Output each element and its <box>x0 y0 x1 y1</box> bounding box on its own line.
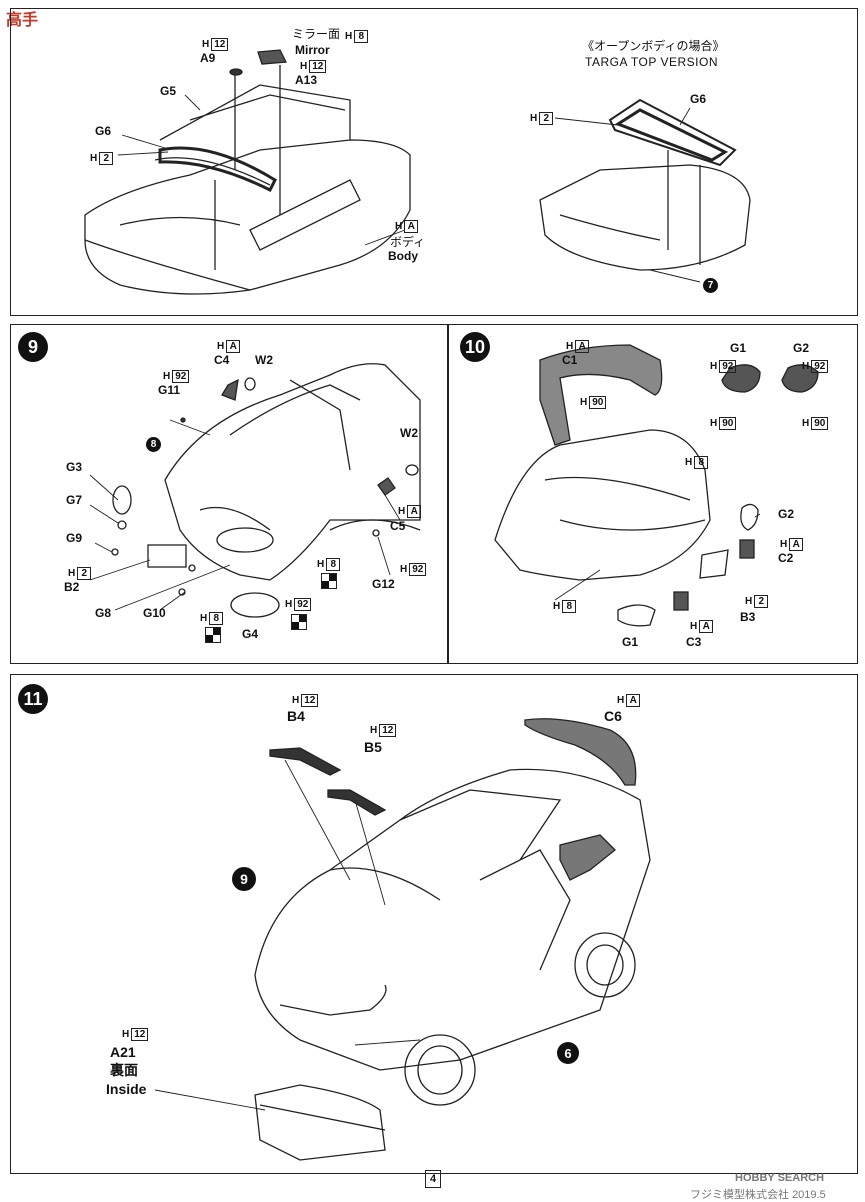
hobby-search-watermark: HOBBY SEARCH <box>735 1172 825 1184</box>
maker-year: 2019.5 <box>792 1189 826 1201</box>
part-label-c4: C4 <box>214 353 230 367</box>
part-label-g1-top: G1 <box>730 341 747 355</box>
step-6-ref-badge: 6 <box>557 1042 579 1064</box>
part-label-g9: G9 <box>66 531 83 545</box>
part-label-g12: G12 <box>372 577 395 591</box>
part-label-g7: G7 <box>66 493 83 507</box>
step-9-badge: 9 <box>18 332 48 362</box>
body-label-jp: ボディ <box>390 235 426 249</box>
maker-name: フジミ模型株式会社 2019.5 <box>690 1186 826 1202</box>
part-label-a13: A13 <box>295 73 318 87</box>
part-label-w2-side: W2 <box>400 426 418 440</box>
part-label-b5: B5 <box>364 739 382 755</box>
step-10-panel <box>448 324 858 664</box>
part-label-b4: B4 <box>287 708 305 724</box>
page-number: 4 <box>425 1170 441 1188</box>
part-label-g5: G5 <box>160 84 177 98</box>
part-label-c5: C5 <box>390 519 406 533</box>
body-label-en: Body <box>388 249 418 263</box>
step-10-badge: 10 <box>460 332 490 362</box>
step-8-ref-badge: 8 <box>146 437 161 452</box>
inside-label-jp: 裏面 <box>110 1062 138 1078</box>
part-label-c1: C1 <box>562 353 578 367</box>
inside-label-en: Inside <box>106 1081 147 1097</box>
part-label-targa-g6: G6 <box>690 92 707 106</box>
step-11-panel <box>10 674 858 1174</box>
part-label-g11: G11 <box>158 383 181 397</box>
step-8-panel <box>10 8 858 316</box>
part-label-g10: G10 <box>143 606 166 620</box>
step-7-ref-badge: 7 <box>703 278 718 293</box>
part-label-g8: G8 <box>95 606 112 620</box>
part-label-c3: C3 <box>686 635 702 649</box>
full-car-drawing <box>254 718 651 1161</box>
step-11-badge: 11 <box>18 684 48 714</box>
targa-title-jp: 《オープンボディの場合》 <box>582 39 725 53</box>
rear-car-drawing <box>494 344 819 627</box>
part-label-g4: G4 <box>242 627 259 641</box>
part-label-b2: B2 <box>64 580 80 594</box>
part-label-g1-low: G1 <box>622 635 639 649</box>
targa-body-drawing <box>539 98 751 271</box>
part-label-w2-top: W2 <box>255 353 273 367</box>
mix-paint-icon-g8 <box>205 627 221 643</box>
part-label-a9: A9 <box>200 51 216 65</box>
targa-title-en: TARGA TOP VERSION <box>585 55 718 69</box>
part-label-g3: G3 <box>66 460 83 474</box>
part-label-c2: C2 <box>778 551 794 565</box>
part-label-b3: B3 <box>740 610 756 624</box>
mix-paint-icon-g4 <box>291 614 307 630</box>
part-label-g6: G6 <box>95 124 112 138</box>
mirror-label-en: Mirror <box>295 43 330 57</box>
part-label-a21: A21 <box>110 1044 136 1060</box>
site-logo-text: 高手 <box>6 12 39 29</box>
part-label-g2-top: G2 <box>793 341 810 355</box>
mix-paint-icon-left <box>321 573 337 589</box>
step-9-ref-badge: 9 <box>232 867 256 891</box>
body-tub-drawing <box>84 49 411 295</box>
site-logo: 高手 <box>6 6 38 30</box>
mirror-label-jp: ミラー面 <box>292 27 341 41</box>
step-9-panel <box>10 324 448 664</box>
maker-name-text: フジミ模型株式会社 <box>690 1189 789 1201</box>
part-label-g2-side: G2 <box>778 507 795 521</box>
part-label-c6: C6 <box>604 708 622 724</box>
leader-lines <box>89 94 761 1111</box>
